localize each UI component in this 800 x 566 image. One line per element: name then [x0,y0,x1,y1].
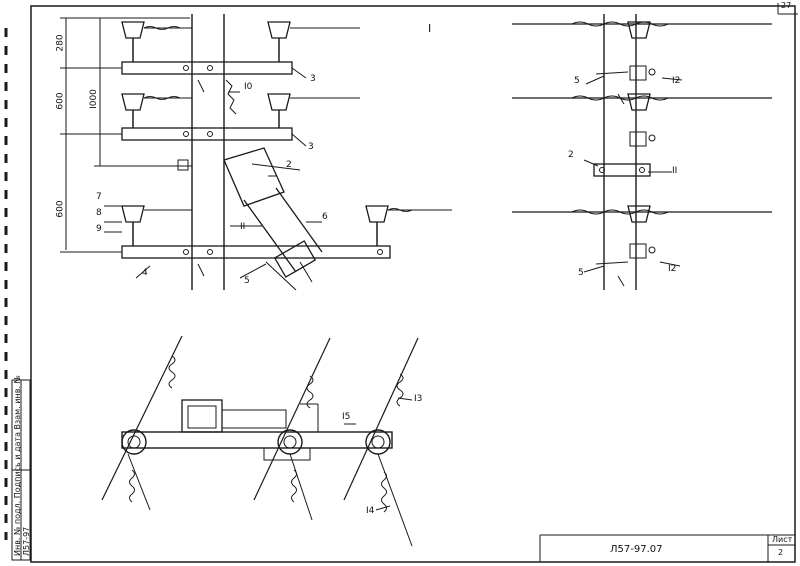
left-elevation-view [60,14,452,291]
side-stamp-line2: Л57-97 [22,526,31,556]
label-12-upper: I2 [672,76,681,86]
label-13: I3 [414,394,423,404]
sheet-frame [4,3,798,563]
label-15: I5 [342,412,351,422]
label-10: I0 [244,82,253,92]
bottom-plan-view [101,335,419,547]
label-14: I4 [366,506,375,516]
document-code: Л57-97.07 [610,544,663,555]
label-2-left: 2 [286,160,292,170]
label-5-left: 5 [244,276,250,286]
label-4: 4 [142,268,148,278]
right-elevation-view [512,14,772,290]
label-II-right: II [672,166,678,176]
label-9: 9 [96,224,102,234]
label-7: 7 [96,192,102,202]
corner-number: 27 [781,1,792,10]
label-II-left: II [240,222,246,232]
sheet-number: 2 [778,548,784,557]
label-5-right-upper: 5 [574,76,580,86]
label-8: 8 [96,208,102,218]
sheet-label: Лист [772,535,793,544]
dimension-600-top: 600 [55,92,66,110]
label-12-lower: I2 [668,264,677,274]
label-5-right-lower: 5 [578,268,584,278]
dimension-600-bottom: 600 [55,200,66,218]
label-6: 6 [322,212,328,222]
side-stamp-line1: Инв. № подл. Подпись и дата Взам. инв. № [13,375,22,556]
label-3-upper: 3 [310,74,316,84]
dimension-280: 280 [55,34,66,52]
label-3-lower: 3 [308,142,314,152]
dimension-1000: I000 [88,89,99,109]
label-2-right: 2 [568,150,574,160]
view-label: I [428,22,432,35]
